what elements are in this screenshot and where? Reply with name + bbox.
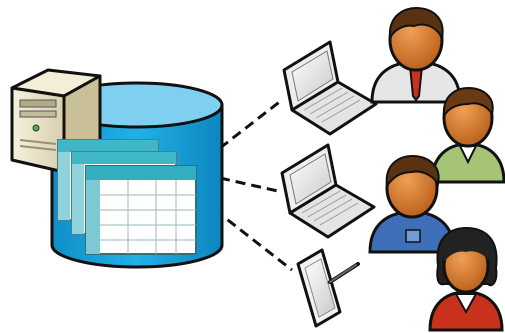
user-avatar-icon: [430, 86, 505, 184]
user-avatar-icon: [428, 226, 504, 332]
laptop-icon: [280, 143, 376, 239]
data-tables-icon: [57, 139, 197, 255]
user-avatar-icon: [368, 154, 456, 254]
connectors: [214, 98, 293, 272]
user-avatar-icon: [370, 6, 462, 104]
connector-laptop-1: [219, 98, 283, 150]
laptop-icon: [282, 40, 378, 136]
connector-laptop-2: [219, 176, 283, 194]
connector-tablet: [214, 208, 293, 272]
tablet-stylus-icon: [296, 248, 360, 328]
